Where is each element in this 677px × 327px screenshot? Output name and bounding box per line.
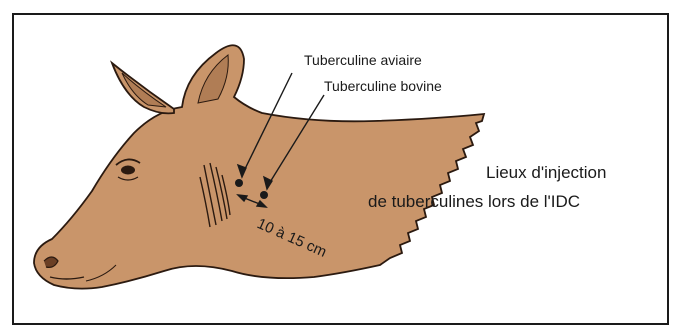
label-avian: Tuberculine aviaire [304,52,422,68]
figure-frame: Tuberculine aviaire Tuberculine bovine 1… [12,13,669,325]
injection-point-avian [235,179,243,187]
cow-head-illustration: Tuberculine aviaire Tuberculine bovine 1… [14,15,669,325]
caption-line-1: Lieux d'injection [486,163,606,182]
injection-point-bovine [260,191,268,199]
caption-line-2: de tuberculines lors de l'IDC [368,192,580,211]
label-bovine: Tuberculine bovine [324,78,442,94]
